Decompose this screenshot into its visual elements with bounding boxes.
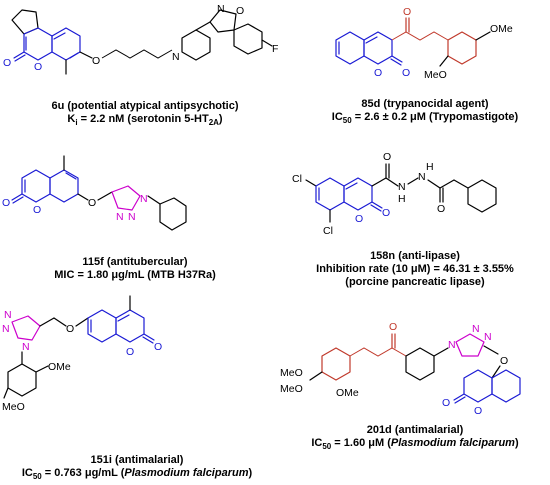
atom-o: O [33,204,41,216]
structure-6u: O O O N N O F [3,3,278,75]
atom-o: O [236,5,244,17]
atom-meo: MeO [280,383,303,395]
atom-o: O [389,321,397,333]
atom-o: O [403,6,411,18]
atom-h: H [426,161,434,173]
caption-115f: 115f (antitubercular) MIC = 1.80 μg/mL (… [20,256,250,282]
structure-201d: O MeO MeO OMe N N N O O O [280,321,521,417]
atom-meo: MeO [424,69,447,81]
compound-activity: Ki = 2.2 nM (serotonin 5-HT2A) [67,113,223,128]
atom-n: N [22,341,30,353]
atom-o: O [355,213,363,225]
caption-6u: 6u (potential atypical antipsychotic) Ki… [10,100,280,129]
atom-cl: Cl [292,173,302,185]
atom-o: O [442,397,450,409]
caption-201d: 201d (antimalarial) IC50 = 1.60 μM (Plas… [290,424,540,453]
compound-name: 85d (trypanocidal agent) [361,98,489,110]
compound-name: 151i (antimalarial) [90,454,184,466]
atom-o: O [383,151,391,163]
atom-n: N [140,193,148,205]
compound-name: 6u (potential atypical antipsychotic) [51,100,239,112]
structure-85d: O O O OMe MeO [335,6,513,81]
structure-158n: Cl Cl O O O N H N H O [292,151,497,237]
compound-activity: IC50 = 1.60 μM (Plasmodium falciparum) [311,437,519,452]
compound-name: 201d (antimalarial) [366,424,464,436]
structure-115f: O O O N N N [2,155,187,231]
atom-n: N [418,171,426,183]
atom-n: N [2,323,10,335]
atom-meo: MeO [280,367,303,379]
structure-151i: N N N O O O OMe MeO [2,295,162,413]
caption-151i: 151i (antimalarial) IC50 = 0.763 μg/mL (… [6,454,268,483]
atom-o: O [88,197,96,209]
atom-nh: N [398,181,406,193]
atom-cl: Cl [323,225,333,237]
atom-n: N [172,51,180,63]
atom-n: N [217,3,225,15]
atom-meo: MeO [2,401,25,413]
atom-o: O [66,323,74,335]
atom-o: O [382,207,390,219]
atom-ome: OMe [490,23,513,35]
atom-ome: OMe [336,387,359,399]
atom-f: F [272,43,278,55]
atom-h: H [398,193,406,205]
compound-activity: IC50 = 0.763 μg/mL (Plasmodium falciparu… [21,467,253,482]
compound-name: 115f (antitubercular) [82,256,188,268]
atom-n: N [116,211,124,223]
compound-name: 158n (anti-lipase) [370,250,460,262]
compound-activity: IC50 = 2.6 ± 0.2 μM (Trypomastigote) [331,111,519,126]
atom-o: O [474,405,482,417]
atom-o: O [154,341,162,353]
atom-ome: OMe [48,361,71,373]
atom-o: O [374,67,382,79]
atom-o: O [3,57,11,69]
atom-o: O [500,355,508,367]
atom-n: N [4,309,12,321]
atom-n: N [448,339,456,351]
atom-o: O [126,346,134,358]
atom-o: O [92,55,100,67]
atom-n: N [472,323,480,335]
compound-target: (porcine pancreatic lipase) [345,276,485,288]
atom-o: O [34,61,42,73]
compound-activity: Inhibition rate (10 μM) = 46.31 ± 3.55% [316,263,514,275]
atom-o: O [437,203,445,215]
caption-158n: 158n (anti-lipase) Inhibition rate (10 μ… [290,250,540,289]
compound-activity: MIC = 1.80 μg/mL (MTB H37Ra) [54,269,216,281]
atom-n: N [128,211,136,223]
caption-85d: 85d (trypanocidal agent) IC50 = 2.6 ± 0.… [310,98,540,127]
atom-o: O [402,67,410,79]
atom-o: O [2,197,10,209]
atom-n: N [484,331,492,343]
